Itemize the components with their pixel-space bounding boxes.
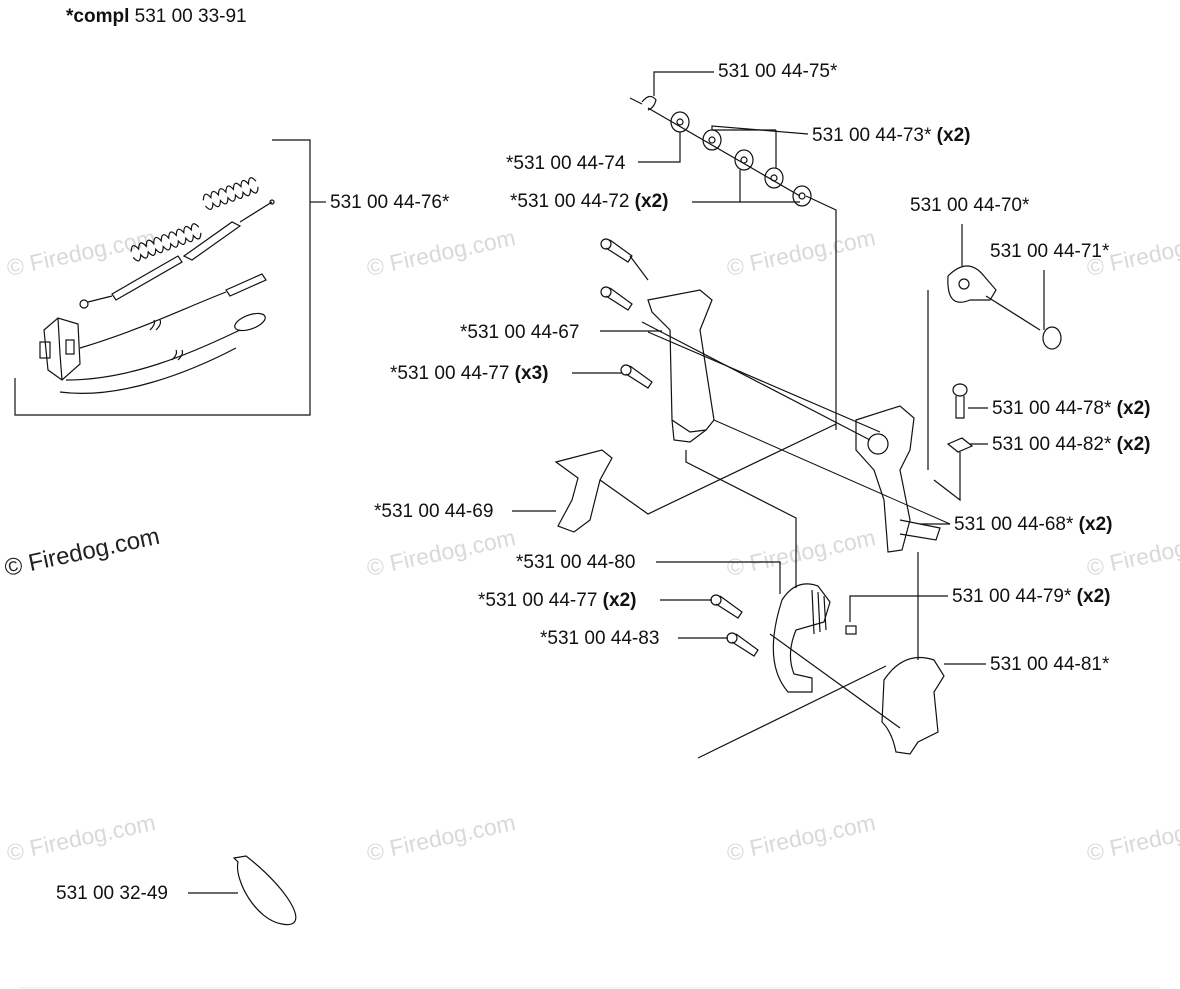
screw-icon [600, 238, 968, 657]
handle-half-icon [855, 405, 915, 553]
part-qty: (x2) [634, 191, 669, 212]
part-number: *531 00 44-72 [510, 191, 630, 212]
leader-line [599, 423, 837, 515]
leader-line [629, 255, 649, 281]
leader-line [933, 452, 961, 502]
callout-c70[interactable]: 531 00 44-70* [910, 196, 1029, 215]
callout-c82[interactable]: 531 00 44-82* (x2) [992, 435, 1150, 454]
cable-assembly [59, 199, 275, 394]
leader-line [685, 450, 797, 588]
part-qty: (x2) [1116, 398, 1151, 419]
part-number: *531 00 44-69 [374, 501, 494, 522]
callout-c77b[interactable]: *531 00 44-77 (x2) [478, 591, 636, 610]
title-prefix: *compl [66, 6, 130, 27]
leader-line [769, 633, 901, 729]
leader-line [692, 170, 741, 203]
leader-line [14, 139, 311, 416]
callout-c79[interactable]: 531 00 44-79* (x2) [952, 587, 1110, 606]
handle-half-icon [647, 289, 715, 433]
part-number: 531 00 44-75* [718, 61, 838, 82]
callout-c77a[interactable]: *531 00 44-77 (x3) [390, 364, 548, 383]
clip-icon [641, 95, 657, 111]
part-number: *531 00 44-80 [516, 552, 636, 573]
leader-line [713, 419, 951, 525]
part-number: 531 00 32-49 [56, 883, 168, 904]
part-number: *531 00 44-74 [506, 153, 626, 174]
cable-tie-icon [232, 855, 297, 926]
callout-c69[interactable]: *531 00 44-69 [374, 502, 493, 521]
cable-line [647, 331, 881, 433]
part-qty: (x3) [514, 363, 549, 384]
leader-line [656, 561, 781, 594]
part-number: *531 00 44-77 [390, 363, 510, 384]
cable-line [629, 97, 643, 105]
trigger-icon [554, 449, 613, 533]
title-number: 531 00 33-91 [134, 6, 247, 27]
callout-c73[interactable]: 531 00 44-73* (x2) [812, 126, 970, 145]
part-qty: (x2) [1076, 586, 1111, 607]
part-number: 531 00 44-81* [990, 654, 1110, 675]
callout-c80[interactable]: *531 00 44-80 [516, 553, 635, 572]
callout-c71[interactable]: 531 00 44-71* [990, 242, 1109, 261]
pin-icon [985, 295, 1041, 331]
callout-c72[interactable]: *531 00 44-72 (x2) [510, 192, 668, 211]
clamp-icon [772, 583, 831, 693]
leader-line [653, 71, 714, 96]
leader-line [697, 665, 887, 759]
part-number: *531 00 44-67 [460, 322, 580, 343]
part-number: 531 00 44-79* [952, 586, 1072, 607]
part-number: 531 00 44-68* [954, 514, 1074, 535]
part-qty: (x2) [1116, 434, 1151, 455]
callout-c78[interactable]: 531 00 44-78* (x2) [992, 399, 1150, 418]
callout-c49[interactable]: 531 00 32-49 [56, 884, 168, 903]
leader-line [849, 595, 948, 622]
callout-c83[interactable]: *531 00 44-83 [540, 629, 659, 648]
spring-icon [130, 177, 259, 262]
part-number: 531 00 44-71* [990, 241, 1110, 262]
leader-line [805, 195, 837, 430]
part-number: 531 00 44-73* [812, 125, 932, 146]
kit-title: *compl 531 00 33-91 [66, 6, 247, 28]
part-number: 531 00 44-78* [992, 398, 1112, 419]
cable-line [641, 321, 871, 441]
part-qty: (x2) [602, 590, 637, 611]
switch-block [39, 317, 81, 381]
callout-c81[interactable]: 531 00 44-81* [990, 655, 1109, 674]
callout-c67[interactable]: *531 00 44-67 [460, 323, 579, 342]
washer-icon [946, 437, 974, 453]
callout-c74[interactable]: *531 00 44-74 [506, 154, 625, 173]
nut-icon [845, 625, 857, 635]
callout-c75[interactable]: 531 00 44-75* [718, 62, 837, 81]
callout-c68[interactable]: 531 00 44-68* (x2) [954, 515, 1112, 534]
clamp-icon [881, 656, 945, 755]
part-qty: (x2) [1078, 514, 1113, 535]
part-number: 531 00 44-70* [910, 195, 1030, 216]
part-qty: (x2) [936, 125, 971, 146]
part-number: 531 00 44-76* [330, 192, 450, 213]
part-number: *531 00 44-77 [478, 590, 598, 611]
part-number: *531 00 44-83 [540, 628, 660, 649]
washer-icon [670, 111, 812, 207]
lever-icon [947, 265, 997, 303]
callout-c76[interactable]: 531 00 44-76* [330, 193, 449, 212]
part-number: 531 00 44-82* [992, 434, 1112, 455]
leader-line [638, 132, 681, 163]
